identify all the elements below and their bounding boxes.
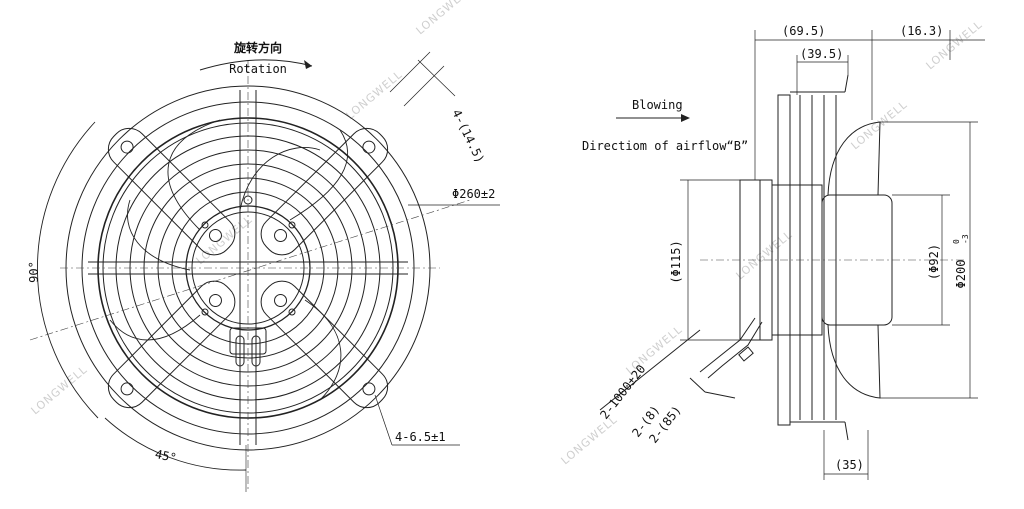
side-blades	[827, 121, 881, 399]
dim-top-inner: (39.5)	[800, 47, 843, 61]
top-dimensions	[754, 30, 985, 180]
dim-blade-tol-upper: 0	[952, 239, 961, 244]
airflow-label: Directiom of airflow“B”	[582, 139, 748, 153]
cable	[599, 317, 763, 411]
dim-blade-diameter-group: Φ200 0 -3	[952, 234, 970, 288]
guard-frame	[777, 74, 849, 441]
angle-45-label: 45°	[154, 447, 178, 465]
blade-diameter-dim	[880, 121, 978, 399]
rotation-label-cn: 旋转方向	[233, 40, 282, 55]
hub-diameter-dim	[892, 194, 950, 326]
watermark-text: LONGWELL	[734, 228, 795, 282]
slot-dimension-label: 4-(14.5)	[449, 107, 487, 165]
bottom-dimension	[823, 430, 869, 480]
left-diameter-dim	[680, 179, 745, 341]
dim-top-total: (69.5)	[782, 24, 825, 38]
mounting-arms	[107, 127, 389, 409]
rotation-arrowhead	[304, 60, 312, 69]
watermark-text: LONGWELL	[194, 213, 255, 267]
fan-blades	[109, 119, 349, 401]
rotation-arrow	[199, 59, 313, 71]
side-view: Blowing Directiom of airflow“B”	[582, 24, 985, 480]
dim-blade-diameter: Φ200	[954, 260, 968, 289]
dim-left-diameter: (Φ115)	[669, 240, 683, 283]
dim-blade-tol-lower: -3	[961, 234, 970, 244]
cable-length-label: 2-1000±20	[597, 362, 648, 422]
angle-90-label: 90°	[27, 261, 41, 283]
airflow-arrowhead	[681, 114, 690, 122]
dim-bottom: (35)	[835, 458, 864, 472]
watermark-text: LONGWELL	[414, 0, 475, 37]
angle-45-arc	[104, 417, 247, 471]
watermark-text: LONGWELL	[559, 413, 620, 467]
front-view: 旋转方向 Rotation 90° 45° 4-(14.5) Φ260±2 4-…	[27, 40, 500, 492]
slot-dimension	[389, 51, 456, 107]
rotation-label: Rotation	[229, 62, 287, 76]
diameter-label: Φ260±2	[452, 187, 495, 201]
watermark-text: LONGWELL	[344, 68, 405, 122]
dim-top-right: (16.3)	[900, 24, 943, 38]
holes-label: 4-6.5±1	[395, 430, 446, 444]
blowing-label: Blowing	[632, 98, 683, 112]
angle-90-arc	[37, 121, 99, 419]
watermark-text: LONGWELL	[29, 363, 90, 417]
dim-hub-diameter: (Φ92)	[927, 244, 941, 280]
center-lines	[29, 60, 471, 490]
